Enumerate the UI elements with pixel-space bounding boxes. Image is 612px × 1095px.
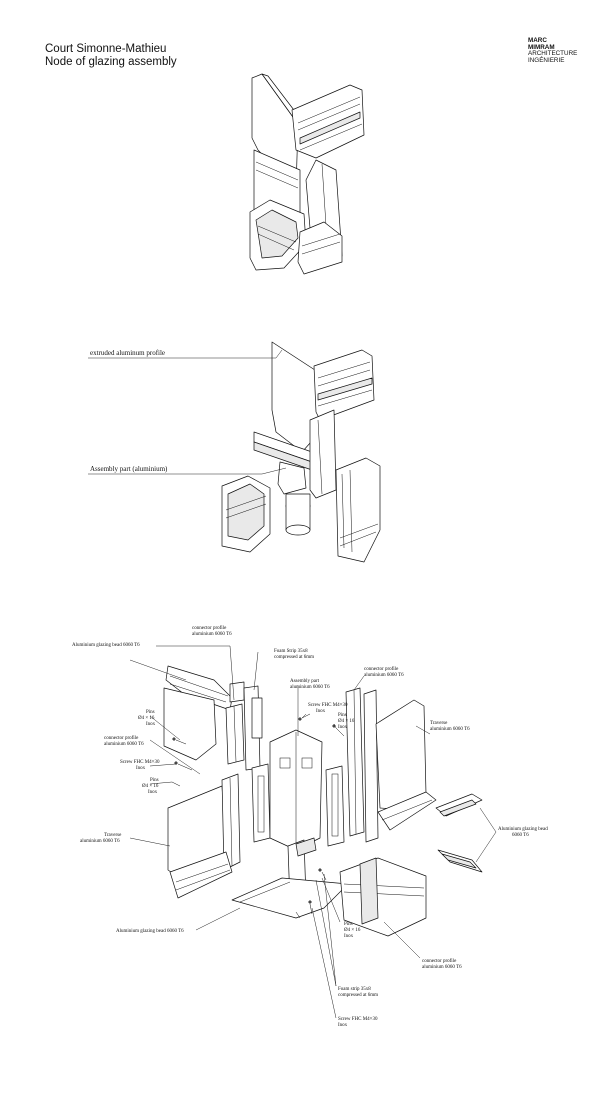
label-connector-right-1: connector profile (364, 667, 399, 672)
logo-line-1: MARC (528, 37, 547, 44)
foam-strip-left (251, 763, 271, 843)
logo-line-4: INGÉNIERIE (528, 56, 565, 64)
label-bead-right-1: Aluminium glazing bead (498, 827, 548, 832)
label-screw-top-1: Screw FHC M4×30 (308, 703, 348, 708)
assembly-base (231, 877, 349, 919)
label-bead-right-2: 6060 T6 (512, 833, 529, 838)
label-pins-left2-3: Inox (148, 790, 158, 795)
logo-line-3: ARCHITECTURE (528, 50, 578, 58)
label-screw-top-2: Inox (316, 709, 326, 714)
label-connector-top-1: connector profile (192, 626, 227, 631)
label-traverse-right-2: aluminium 6060 T6 (430, 727, 470, 732)
assembled-node-view (249, 73, 365, 275)
label-pins-mid-2: Ø4 × 16 (338, 719, 355, 724)
connector-profile-bottom (339, 857, 427, 937)
label-foam-top-2: compressed at 6mm (274, 655, 314, 660)
label-pins-left-2: Ø4 × 16 (138, 716, 155, 721)
label-pins-bottom-1: Pins (344, 922, 353, 927)
semi-exploded-view: extruded aluminum profile Assembly part … (88, 341, 381, 563)
label-traverse-right-1: Traverse (430, 721, 448, 726)
label-connector-left-1: connector profile (104, 736, 139, 741)
exploded-view: connector profile aluminium 6060 T6 Alum… (72, 626, 548, 1028)
label-pins-left2-1: Pins (150, 778, 159, 783)
profile-upper-right (291, 84, 365, 159)
title-line-2: Node of glazing assembly (45, 56, 177, 68)
label-assembly-part-2: aluminium 6060 T6 (290, 685, 330, 690)
label-foam-bottom-2: compressed at 6mm (338, 993, 378, 998)
label-bead-top-left: Aluminium glazing bead 6060 T6 (72, 643, 140, 648)
label-pins-mid-3: Inox (338, 725, 348, 730)
label-traverse-left-2: aluminium 6060 T6 (80, 839, 120, 844)
label-assembly-part-1: Assembly part (290, 679, 320, 684)
label-traverse-left-1: Traverse (104, 833, 122, 838)
assembly-part (277, 461, 307, 495)
label-pins-mid-1: Pins (338, 713, 347, 718)
label-foam-top-1: Foam Strip 35x8 (274, 649, 308, 654)
label-pins-bottom-2: Ø4 × 16 (344, 928, 361, 933)
label-connector-bottom-2: aluminium 6060 T6 (422, 965, 462, 970)
profile-lower-right (297, 221, 343, 275)
title-line-1: Court Simonne-Mathieu (45, 43, 167, 55)
label-assembly-part: Assembly part (aluminium) (90, 465, 168, 473)
assembly-cylinder (285, 493, 311, 531)
label-screw-left-1: Screw FHC M4×30 (120, 760, 160, 765)
glass-panel-lower-right (335, 457, 381, 563)
logo: MARC MIMRAM ARCHITECTURE INGÉNIERIE (528, 37, 578, 64)
label-screw-bottom-1: Screw FHC M4×30 (338, 1017, 378, 1022)
label-connector-left-2: aluminium 6060 T6 (104, 742, 144, 747)
label-connector-top-2: aluminium 6060 T6 (192, 632, 232, 637)
label-screw-bottom-2: Inox (338, 1023, 348, 1028)
logo-line-2: MIMRAM (528, 43, 555, 51)
label-connector-right-2: aluminium 6060 T6 (364, 673, 404, 678)
label-pins-left2-2: Ø4 × 16 (142, 784, 159, 789)
label-pins-bottom-3: Inox (344, 934, 354, 939)
label-pins-left-1: Pins (146, 710, 155, 715)
vertical-profile-2 (309, 409, 337, 499)
label-connector-bottom-1: connector profile (422, 959, 457, 964)
glass-panel-top-left (163, 687, 217, 761)
label-bead-bottom: Aluminium glazing bead 6060 T6 (116, 929, 184, 934)
label-screw-left-2: Inox (136, 766, 146, 771)
foam-strip-right (325, 765, 345, 847)
label-extruded-profile: extruded aluminum profile (90, 349, 165, 357)
label-foam-bottom-1: Foam strip 35x8 (338, 987, 371, 992)
traverse-right (377, 791, 437, 831)
glass-panel-right (375, 699, 427, 811)
label-pins-left-3: Inox (146, 722, 156, 727)
